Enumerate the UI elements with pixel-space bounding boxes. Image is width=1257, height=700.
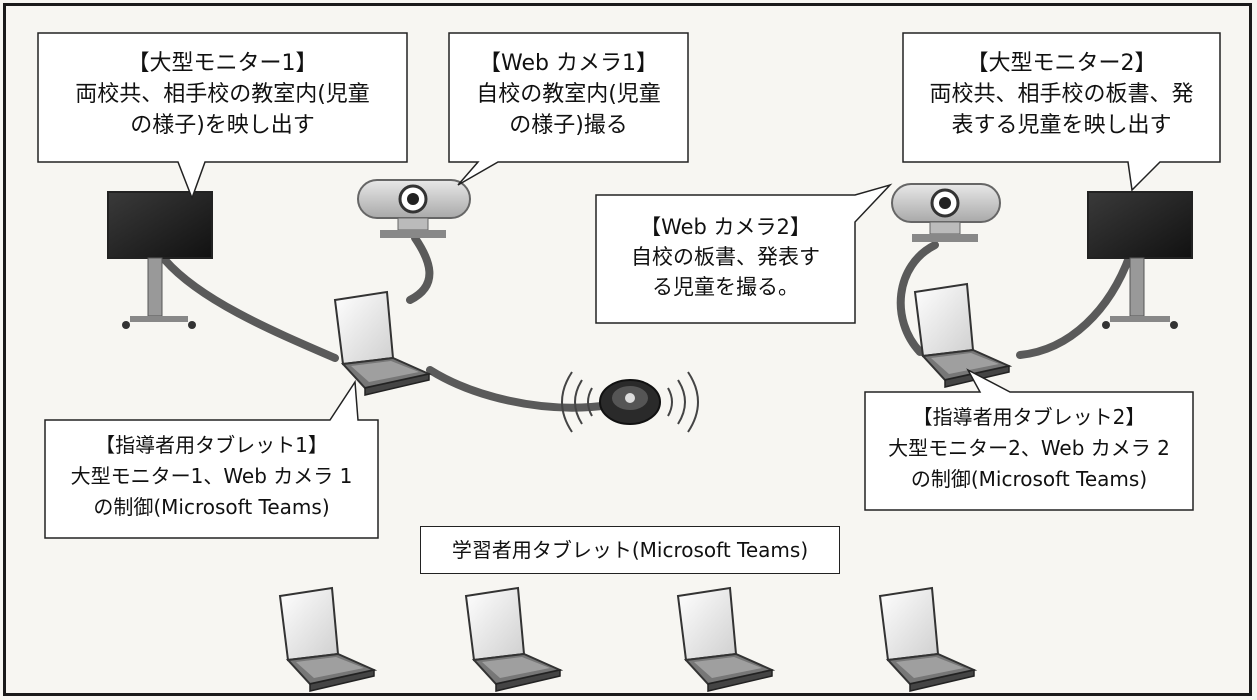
callout-tablet1-line2: の制御(Microsoft Teams) [93,495,330,519]
webcam-1-icon [357,179,471,238]
callout-monitor2-line2: 表する児童を映し出す [951,113,1172,138]
callout-webcam2-line1: 自校の板書、発表す [631,245,820,269]
callout-monitor1: 【大型モニター1】 両校共、相手校の教室内(児童 の様子)を映し出す [38,48,407,141]
teacher-tablet-1-icon [334,291,430,396]
cable-webcam2-tablet2 [896,241,939,356]
learner-tablet-3-icon [677,587,773,692]
callout-tablet2-title: 【指導者用タブレット2】 [912,405,1146,429]
callout-webcam2-line2: る児童を撮る。 [652,275,799,299]
callout-webcam2-title: 【Web カメラ2】 [640,215,811,239]
teacher-tablet-2-icon [914,283,1010,388]
callout-monitor2-title: 【大型モニター2】 [966,51,1157,76]
callout-monitor1-line1: 両校共、相手校の教室内(児童 [75,82,370,107]
callout-monitor2-line1: 両校共、相手校の板書、発 [929,82,1194,107]
callout-tablet1-bubble [44,379,379,539]
callout-tablet2-line2: の制御(Microsoft Teams) [910,467,1148,491]
callout-monitor1-line2: の様子)を映し出す [130,113,315,138]
callout-tablet2: 【指導者用タブレット2】 大型モニター2、Web カメラ 2 の制御(Micro… [865,402,1193,495]
learner-tablet-label: 学習者用タブレット(Microsoft Teams) [420,526,840,574]
callout-webcam2-bubble [595,183,893,324]
cable-monitor1-tablet1 [161,256,339,362]
learner-tablet-4-icon [879,587,975,692]
callout-monitor2: 【大型モニター2】 両校共、相手校の板書、発 表する児童を映し出す [903,48,1220,141]
callout-tablet1: 【指導者用タブレット1】 大型モニター1、Web カメラ 1 の制御(Micro… [45,430,378,523]
large-monitor-2-icon [1087,191,1193,329]
cables [161,234,1134,412]
callout-tablet2-line1: 大型モニター2、Web カメラ 2 [888,436,1170,460]
callout-webcam1-title: 【Web カメラ1】 [479,51,658,76]
callout-webcam1-bubble [448,32,689,186]
callout-webcam2: 【Web カメラ2】 自校の板書、発表す る児童を撮る。 [596,212,855,302]
webcam-2-icon [891,183,1001,242]
callout-monitor2-bubble [902,32,1221,192]
callout-tablet2-bubble [864,368,1194,511]
callout-webcam1-line1: 自校の教室内(児童 [476,82,661,107]
large-monitor-1-icon [107,191,213,329]
callout-tablet1-line1: 大型モニター1、Web カメラ 1 [70,464,353,488]
cable-webcam1-tablet1 [406,234,434,304]
learner-tablet-1-icon [279,587,375,692]
cable-tablet1-speaker [426,366,614,412]
diagram-frame [3,3,1252,696]
callout-monitor1-title: 【大型モニター1】 [127,51,318,76]
conference-speaker-icon [561,371,699,433]
callout-tablet1-title: 【指導者用タブレット1】 [95,433,328,457]
callout-webcam1-line2: の様子)撮る [509,113,628,138]
callout-monitor1-bubble [37,32,408,201]
learner-tablet-2-icon [465,587,561,692]
cable-monitor2-tablet2 [1016,251,1134,359]
callout-webcam1: 【Web カメラ1】 自校の教室内(児童 の様子)撮る [449,48,688,141]
